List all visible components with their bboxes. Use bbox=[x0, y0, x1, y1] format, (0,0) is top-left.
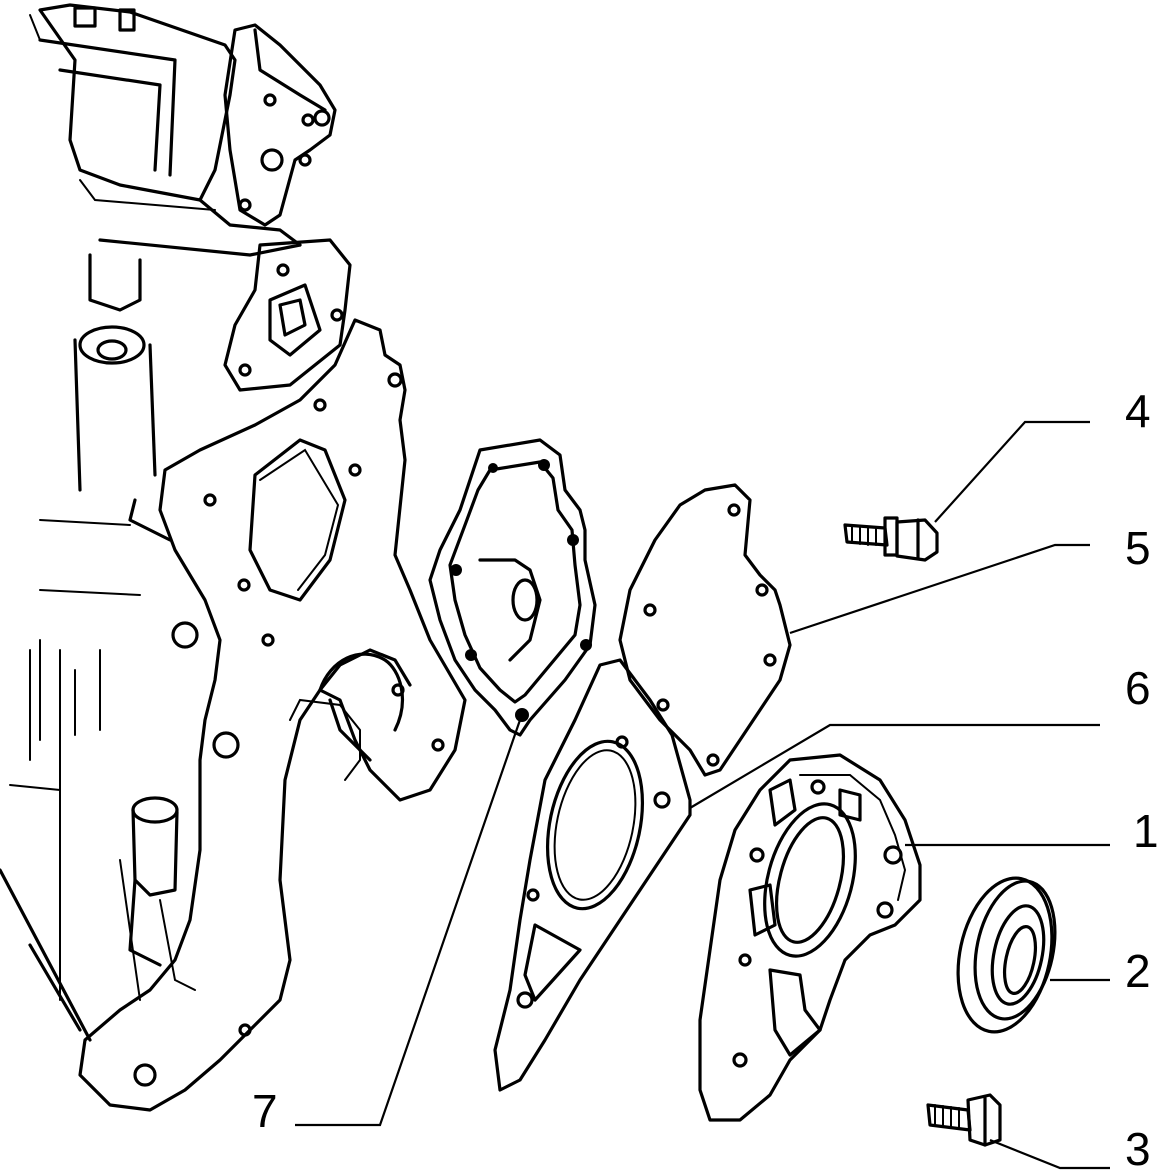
engine-block-housing bbox=[0, 3, 467, 1112]
part-4-bolt bbox=[843, 516, 939, 562]
callout-6: 6 bbox=[1125, 662, 1151, 714]
part-3-bolt bbox=[926, 1093, 1002, 1147]
part-7-cover-plate bbox=[428, 438, 597, 737]
callout-1: 1 bbox=[1133, 805, 1159, 857]
callout-7: 7 bbox=[252, 1085, 278, 1137]
callout-2: 2 bbox=[1125, 945, 1151, 997]
part-6-gasket bbox=[493, 658, 692, 1092]
part-5-gasket bbox=[618, 483, 792, 777]
callout-3: 3 bbox=[1125, 1123, 1151, 1175]
leader-lines bbox=[295, 420, 1110, 1170]
callout-5: 5 bbox=[1125, 522, 1151, 574]
part-1-seal-housing bbox=[698, 753, 922, 1122]
callout-4: 4 bbox=[1125, 385, 1151, 437]
part-2-oil-seal bbox=[956, 876, 1057, 1034]
